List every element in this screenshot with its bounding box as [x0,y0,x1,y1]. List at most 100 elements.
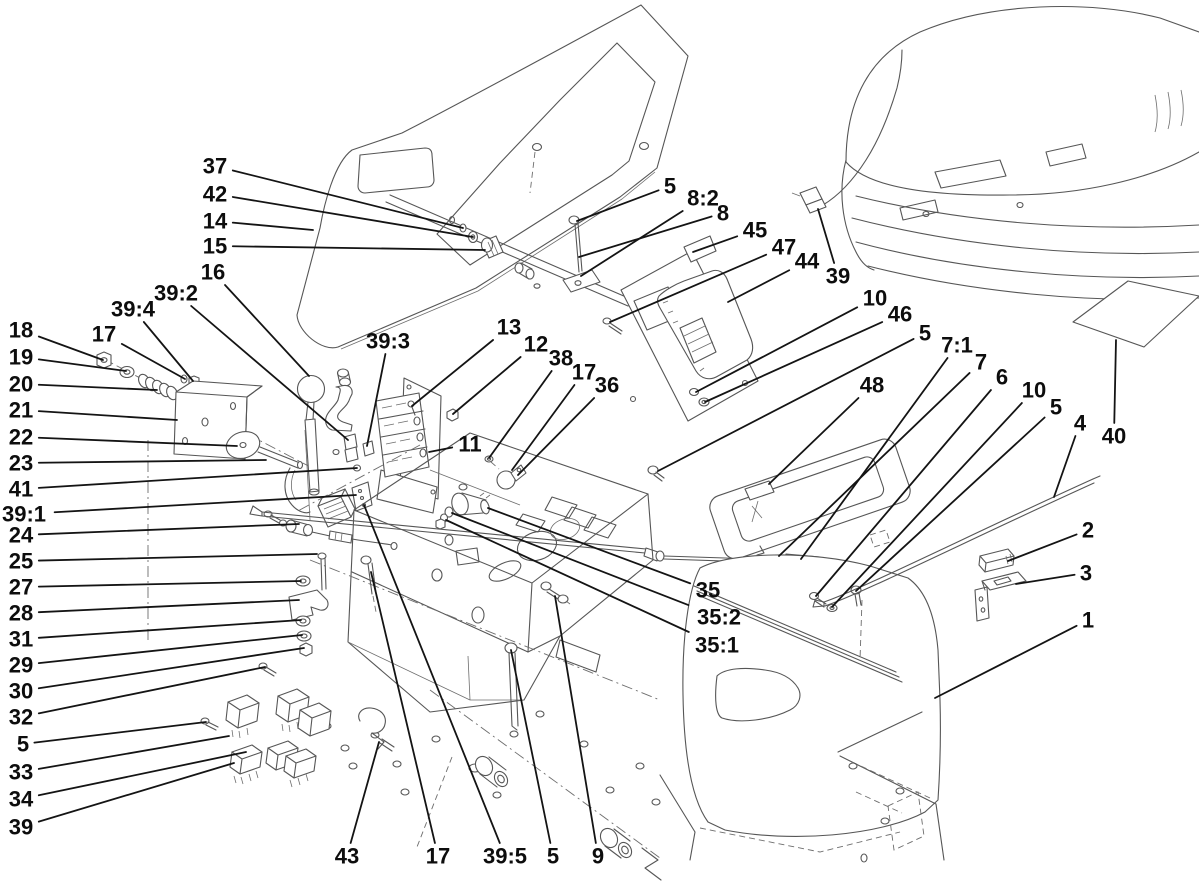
part-number-35:1: 35:1 [695,633,739,658]
part-number-22: 22 [9,425,33,450]
callout-leader-19 [37,358,127,372]
callout-leader-5 [510,649,552,844]
callout-leader-3 [1015,573,1076,585]
part-number-8: 8 [717,201,729,226]
console-body [647,465,941,837]
console-top-cover [709,438,911,560]
part-number-17: 17 [92,322,116,347]
part-number-30: 30 [9,679,33,704]
part-number-23: 23 [9,451,33,476]
decal-sheet [1072,280,1199,348]
callout-leader-37 [231,169,464,229]
callout-labels: 374214151639:239:4171819202122234139:124… [2,154,1126,869]
callout-leader-31 [37,619,302,639]
callout-leader-8 [578,215,713,258]
part-number-10: 10 [1022,378,1046,403]
knob-and-lever [284,374,362,514]
callout-leader-30 [37,647,305,690]
callout-leader-46 [704,321,884,403]
part-number-44: 44 [795,249,820,274]
callout-leader-29 [37,634,303,664]
callout-leader-35:1 [445,519,690,633]
part-number-12: 12 [524,332,548,357]
part-number-1: 1 [1082,608,1094,633]
callout-leader-38 [488,370,553,459]
fuse-block-assembly [332,377,459,514]
part-number-45: 45 [743,218,767,243]
part-number-7: 7 [975,350,987,375]
part-number-24: 24 [9,523,34,548]
part-number-28: 28 [9,601,33,626]
callout-leader-28 [37,599,300,614]
callout-leader-6 [815,389,992,597]
hook-bracket [325,368,353,432]
part-number-37: 37 [203,154,227,179]
callout-leader-39:4 [142,321,194,382]
part-number-16: 16 [201,260,225,285]
seat-wire-harness [791,49,903,214]
control-panel-cover [296,4,689,350]
part-number-15: 15 [203,234,227,259]
callout-leader-35:2 [451,512,690,606]
relay-group [200,688,332,739]
bracket-3 [981,571,1027,591]
washer-stack [258,552,329,677]
callout-leader-12 [452,356,522,415]
callout-leader-9 [554,595,597,844]
callout-leader-5 [855,416,1046,592]
callout-leader-7:1 [800,357,949,560]
callout-leader-16 [224,284,310,377]
part-number-36: 36 [595,373,619,398]
callout-leader-39:5 [363,504,501,844]
callout-leader-14 [231,221,314,231]
callout-leader-1 [934,624,1078,699]
part-number-39: 39 [9,815,33,840]
callout-leader-22 [37,436,238,447]
callout-leader-47 [609,253,768,323]
part-number-27: 27 [9,575,33,600]
callout-leader-15 [231,245,486,251]
callout-leader-7 [778,372,971,557]
part-number-39: 39 [826,264,850,289]
callout-leader-33 [37,735,230,770]
part-number-17: 17 [572,360,596,385]
part-number-39:1: 39:1 [2,502,46,527]
callout-leader-48 [768,397,860,485]
callout-leader-17 [370,571,436,844]
part-number-17: 17 [426,844,450,869]
callout-leader-4 [1053,435,1077,498]
callout-leader-17 [511,384,576,471]
part-number-14: 14 [203,209,228,234]
callout-leader-45 [692,235,739,253]
callout-leader-5 [33,721,207,744]
callout-leader-39:1 [53,494,357,514]
corner-floor-panel [699,711,945,863]
callout-leader-20 [37,383,158,391]
disc-22 [225,431,261,459]
callout-leader-2 [1007,533,1078,562]
part-number-48: 48 [860,373,884,398]
ignition-switch-cluster [263,481,398,551]
part-number-40: 40 [1102,424,1126,449]
cable-clamp-43 [358,707,395,752]
callout-leader-35 [487,507,692,585]
part-number-13: 13 [497,315,521,340]
bushing-spacer [474,755,633,859]
part-number-5: 5 [664,174,676,199]
part-number-31: 31 [9,627,33,652]
switch-group [229,740,317,788]
controller-module-assembly [602,235,759,422]
callout-leader-18 [37,335,104,361]
part-number-39:4: 39:4 [111,297,156,322]
callout-leader-32 [37,666,266,715]
left-hardware-chain [96,351,321,473]
part-number-5: 5 [17,732,29,757]
latch-and-bracket [974,548,1027,622]
callout-leader-27 [37,580,302,588]
part-number-21: 21 [9,398,33,423]
part-number-35:2: 35:2 [697,605,741,630]
callout-leader-36 [517,397,596,476]
part-number-32: 32 [9,705,33,730]
